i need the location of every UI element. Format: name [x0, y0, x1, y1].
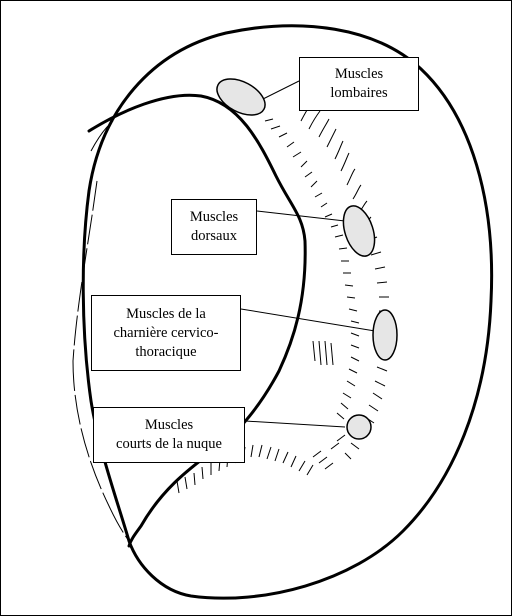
label-muscles-lombaires: Muscles lombaires [299, 57, 419, 111]
label-nuque-line1: Muscles [145, 416, 193, 435]
leader-line-charniere [241, 309, 375, 331]
leader-line-lombaires [259, 81, 299, 101]
label-dorsaux-line2: dorsaux [191, 227, 237, 246]
label-charniere-line3: thoracique [135, 343, 196, 362]
muscle-lombaires-marker [211, 72, 271, 123]
label-dorsaux-line1: Muscles [190, 208, 238, 227]
label-lombaires-line2: lombaires [330, 84, 387, 103]
muscle-nuque-marker [347, 415, 371, 439]
label-charniere-line1: Muscles de la [126, 305, 206, 324]
label-lombaires-line1: Muscles [335, 65, 383, 84]
label-muscles-nuque: Muscles courts de la nuque [93, 407, 245, 463]
leader-line-nuque [245, 421, 345, 427]
label-nuque-line2: courts de la nuque [116, 435, 222, 454]
muscle-charniere-marker [373, 310, 397, 360]
leader-lines [241, 81, 375, 427]
label-muscles-charniere: Muscles de la charnière cervico- thoraci… [91, 295, 241, 371]
label-muscles-dorsaux: Muscles dorsaux [171, 199, 257, 255]
muscle-dorsaux-marker [338, 202, 381, 260]
label-charniere-line2: charnière cervico- [113, 324, 218, 343]
